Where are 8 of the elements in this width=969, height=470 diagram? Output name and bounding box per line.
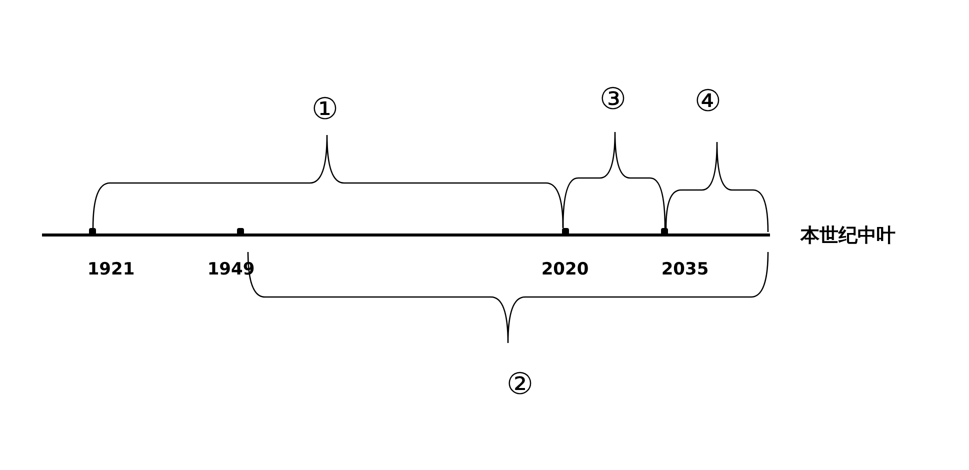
year-label: 2020 [541,262,589,278]
year-label: 1921 [87,262,135,278]
year-label: 2035 [661,262,709,278]
callout-number: ② [506,370,534,400]
callout-number: ① [312,95,338,125]
callout-number: ④ [694,87,722,117]
callout-number: ③ [600,85,626,115]
period-label: 本世纪中叶 [800,226,896,246]
